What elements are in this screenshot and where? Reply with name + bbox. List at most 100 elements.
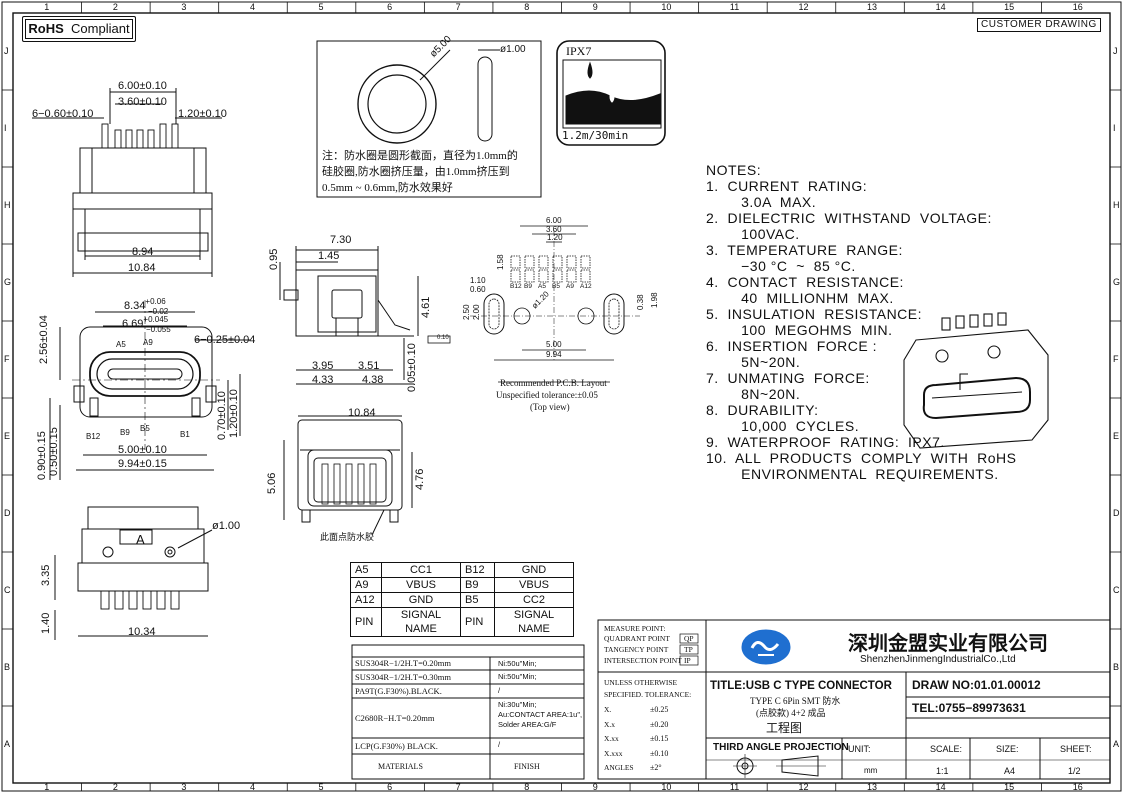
pcb-pad (566, 255, 577, 269)
notes-list: NOTES:1. CURRENT RATING: 3.0A MAX.2. DIE… (706, 162, 1017, 482)
grid-col-top-4: 4 (249, 2, 255, 12)
pin-table-cell: A12 (350, 592, 382, 608)
grid-row-left-G: G (4, 276, 12, 287)
company-name-en: ShenzhenJinmengIndustrialCo.,Ltd (860, 654, 1016, 665)
pcb-layout (470, 225, 640, 383)
grid-col-top-12: 12 (798, 2, 809, 12)
grid-col-top-1: 1 (44, 2, 50, 12)
pcb-caption-1: Recommended P.C.B. Layout (500, 378, 607, 388)
material-finish: Ni:30u"Min; Au:CONTACT AREA:1u", Solder … (498, 700, 583, 729)
glue-note: 此面点防水胶 (320, 532, 375, 542)
note-line: 2. DIELECTRIC WITHSTAND VOLTAGE: (706, 210, 992, 226)
grid-row-right-G: G (1113, 276, 1121, 287)
pcb-pad (580, 255, 591, 269)
grid-col-top-14: 14 (935, 2, 946, 12)
grid-col-top-13: 13 (867, 2, 878, 12)
dim-8-34-tol-up: +0.06 (145, 297, 166, 306)
dim-7-30: 7.30 (330, 234, 352, 246)
grid-row-left-C: C (4, 584, 11, 595)
grid-col-bottom-9: 9 (592, 782, 598, 792)
grid-col-top-8: 8 (524, 2, 530, 12)
ipx7-label: IPX7 (566, 44, 592, 58)
rohs-text: Compliant (71, 21, 130, 36)
dim-0-50: 0.50±0.15 (48, 427, 60, 476)
pin-a9: A9 (143, 338, 153, 347)
dim-6-69: 6.69+0.045 (122, 315, 168, 330)
dim-0-10: 0.10 (437, 335, 449, 341)
grid-row-right-H: H (1113, 199, 1120, 210)
tolerance-class: X.x (604, 719, 616, 729)
material-finish: / (498, 740, 501, 749)
pcb-dim-2-00: 2.00 (472, 304, 481, 320)
pin-b5: B5 (140, 424, 150, 433)
grid-row-left-B: B (4, 661, 11, 672)
measure-row-code: IP (684, 656, 691, 665)
dim-8-34: 8.34+0.06 (124, 297, 166, 312)
title-sub-2: (点胶款) 4+2 成品 (756, 708, 826, 718)
dim-8-94: 8.94 (132, 246, 154, 258)
pcb-pin-label-b9: B9 (524, 283, 532, 290)
note-line: 5N~20N. (706, 354, 801, 370)
note-line: 1. CURRENT RATING: (706, 178, 868, 194)
grid-row-left-I: I (4, 122, 7, 133)
material-spec: C2680R−H.T=0.20mm (355, 712, 435, 723)
pin-table-cell: GND (494, 562, 574, 578)
size-label: SIZE: (996, 744, 1019, 754)
note-line: 10. ALL PRODUCTS COMPLY WITH RoHS (706, 450, 1017, 466)
pcb-caption-3: (Top view) (530, 402, 570, 412)
notes-heading: NOTES: (706, 162, 762, 178)
ring-note-line-3: 0.5mm ~ 0.6mm,防水效果好 (322, 182, 453, 194)
pcb-caption-2: Unspecified tolerance:±0.05 (496, 390, 598, 400)
pcb-pin-label-a9: A9 (566, 283, 574, 290)
tolerance-value: ±0.15 (650, 734, 669, 743)
note-line: 3. TEMPERATURE RANGE: (706, 242, 903, 258)
sheet-value: 1/2 (1068, 766, 1081, 776)
dim-9-94: 9.94±0.15 (118, 458, 167, 470)
material-spec: SUS304R−1/2H.T=0.30mm (355, 671, 452, 682)
note-line: 5. INSULATION RESISTANCE: (706, 306, 923, 322)
tolerance-heading: SPECIFIED. TOLERANCE: (604, 690, 692, 699)
measure-row-label: QUADRANT POINT (604, 634, 670, 643)
pin-table-cell: VBUS (381, 577, 461, 593)
tolerance-value: ±0.10 (650, 748, 669, 758)
note-line: 100VAC. (706, 226, 800, 242)
ring-note-line-1: 注：防水圈是圆形截面，直径为1.0mm的 (322, 150, 518, 162)
pcb-pad (510, 255, 521, 269)
measure-row-code: TP (684, 645, 693, 654)
grid-col-bottom-8: 8 (524, 782, 530, 792)
dim-0-90: 0.90±0.15 (36, 431, 48, 480)
dim-4-33: 4.33 (312, 374, 334, 386)
size-value: A4 (1004, 766, 1016, 776)
tolerance-class: X.xxx (604, 748, 623, 758)
pin-b1: B1 (180, 430, 190, 439)
grid-col-top-3: 3 (181, 2, 187, 12)
grid-row-right-F: F (1113, 353, 1119, 364)
pcb-pad (524, 269, 535, 283)
grid-col-bottom-7: 7 (455, 782, 461, 792)
pcb-pin-label-b12: B12 (510, 283, 522, 290)
dim-0-70: 0.70±0.10 (216, 391, 228, 440)
dim-phi-1-00: ø1.00 (212, 520, 241, 532)
bottom-view-middle (283, 415, 413, 536)
material-spec: LCP(G.F30%) BLACK. (355, 740, 438, 751)
grid-row-left-F: F (4, 353, 10, 364)
pin-table-cell: A5 (350, 562, 382, 578)
pcb-pin-label-a5: A5 (538, 283, 546, 290)
scale-value: 1:1 (936, 766, 949, 776)
pcb-dim-3-60: 3.60 (546, 225, 562, 234)
grid-col-bottom-13: 13 (867, 782, 878, 792)
pcb-pin-label-a12: A12 (580, 283, 592, 290)
dim-3-95: 3.95 (312, 360, 334, 372)
pin-table-cell: CC1 (381, 562, 461, 578)
grid-col-bottom-16: 16 (1072, 782, 1083, 792)
sheet-label: SHEET: (1060, 744, 1092, 754)
tolerance-class: X.xx (604, 734, 619, 743)
note-line: 9. WATERPROOF RATING: IPX7. (706, 434, 945, 450)
pin-table-cell: B9 (460, 577, 495, 593)
grid-col-top-2: 2 (112, 2, 118, 12)
note-line: 100 MEGOHMS MIN. (706, 322, 893, 338)
unit-value: mm (864, 766, 878, 775)
dim-4-61: 4.61 (420, 296, 432, 318)
note-line: 6. INSERTION FORCE : (706, 338, 877, 354)
grid-col-top-10: 10 (661, 2, 672, 12)
